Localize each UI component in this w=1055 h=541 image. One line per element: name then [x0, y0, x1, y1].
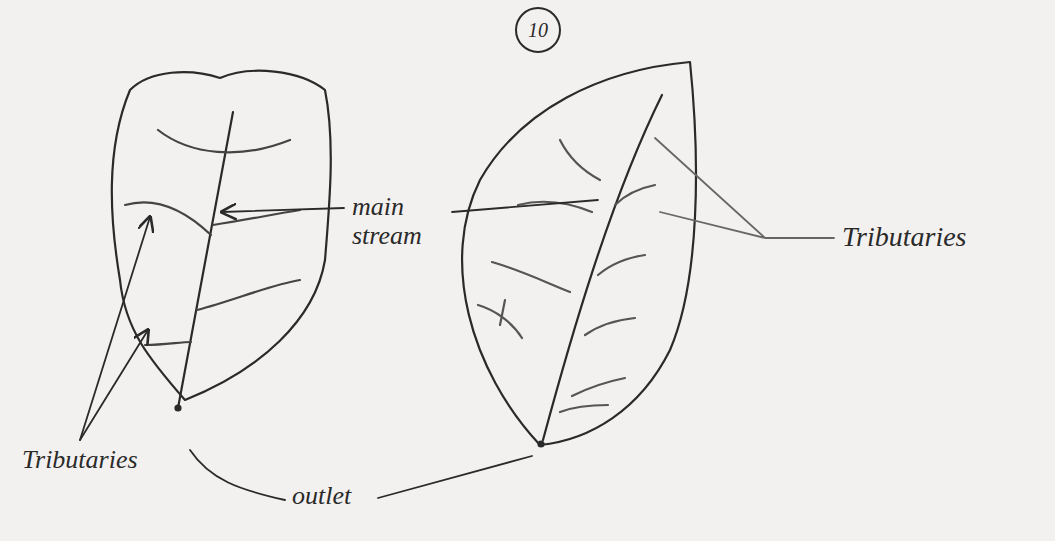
part-label: Tributaries — [22, 446, 138, 475]
tributary-line — [572, 378, 625, 396]
main-stream-line — [178, 112, 233, 408]
leader-line — [378, 456, 532, 498]
tributary-line — [158, 130, 290, 152]
main-stream-line — [543, 95, 662, 440]
tributary-line — [598, 255, 645, 275]
tributary-line — [478, 300, 522, 338]
tributary-line — [145, 342, 191, 345]
tributary-line — [197, 280, 300, 310]
outlet-dot — [176, 406, 181, 411]
leader-line — [655, 138, 834, 238]
tributary-line — [560, 140, 600, 180]
part-label: outlet — [292, 482, 351, 511]
part-label: Tributaries — [842, 222, 966, 253]
tributary-line — [125, 202, 211, 235]
outlet-dot — [539, 442, 544, 447]
leader-line — [80, 330, 148, 440]
tributary-line — [615, 185, 655, 205]
part-label: main stream — [352, 193, 448, 250]
basin-outline — [462, 62, 696, 445]
leader-line — [222, 208, 344, 212]
tributary-line — [560, 405, 608, 412]
tributary-line — [492, 262, 570, 292]
leader-line — [80, 217, 150, 440]
callout-circle: 10 — [515, 7, 561, 53]
leader-line — [190, 450, 285, 500]
tributary-line — [585, 318, 635, 335]
leader-line — [452, 200, 598, 212]
callout-number: 10 — [528, 19, 548, 41]
